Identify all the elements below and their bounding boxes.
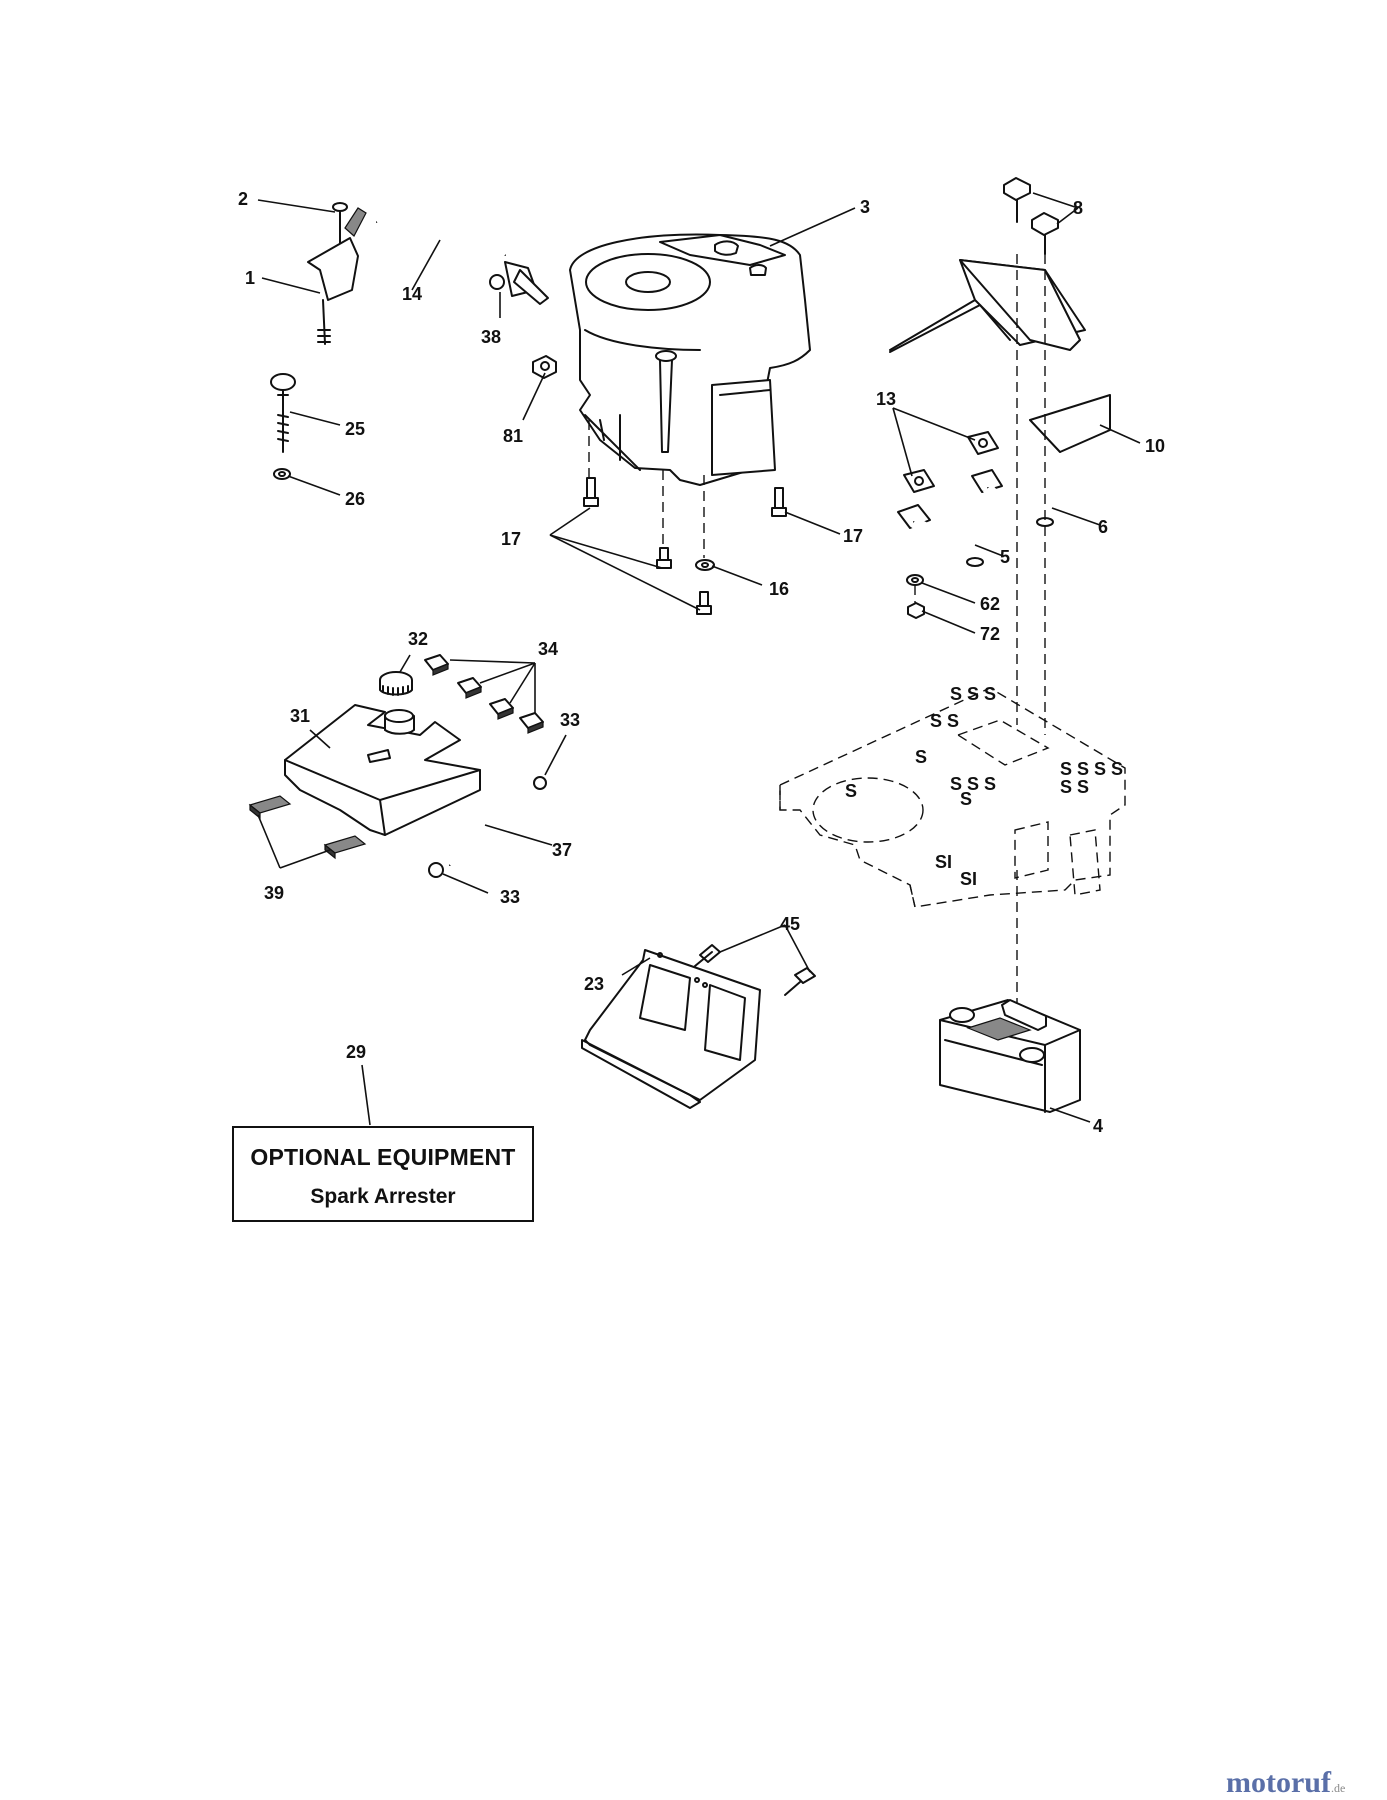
- callout-31: 31: [290, 706, 310, 726]
- callout-33-bottom: 33: [500, 887, 520, 907]
- part-23-plate: [581, 949, 761, 1109]
- watermark-logo: motoruf.de: [1226, 1766, 1345, 1800]
- callout-1: 1: [245, 268, 255, 288]
- part-8-bolts: [1003, 177, 1059, 255]
- callout-14: 14: [402, 284, 422, 304]
- part-4-muffler: [939, 999, 1081, 1113]
- callout-3: 3: [860, 197, 870, 217]
- callout-17-right: 17: [843, 526, 863, 546]
- engine-mount-dashes: [588, 420, 705, 558]
- callout-25: 25: [345, 419, 365, 439]
- callout-62: 62: [980, 594, 1000, 614]
- optional-equipment-box: OPTIONAL EQUIPMENT Spark Arrester: [232, 1126, 534, 1222]
- part-26-washer: [273, 468, 291, 480]
- part-31-fuel-tank: [284, 704, 481, 836]
- callout-13: 13: [876, 389, 896, 409]
- part-13-gaskets: [903, 431, 999, 493]
- optional-equipment-title: OPTIONAL EQUIPMENT: [250, 1144, 516, 1170]
- svg-text:S: S: [845, 781, 857, 801]
- callout-37: 37: [552, 840, 572, 860]
- svg-text:S: S: [960, 789, 972, 809]
- part-1-throttle-control: [307, 207, 367, 345]
- callout-17-left: 17: [501, 529, 521, 549]
- part-10-heat-shield: [889, 259, 1111, 453]
- svg-text:S S: S S: [930, 711, 959, 731]
- svg-text:S S S: S S S: [950, 684, 996, 704]
- part-62-washer: [906, 574, 924, 586]
- callout-29: 29: [346, 1042, 366, 1062]
- part-39-pads: [248, 795, 367, 860]
- callout-labels: 2 1 14 38 3 81 25 26 17 17 16 8 10 13 6 …: [238, 189, 1165, 1136]
- callout-39: 39: [264, 883, 284, 903]
- callout-72: 72: [980, 624, 1000, 644]
- part-38-fuel-filter: [489, 261, 549, 305]
- leader-lines: [257, 192, 1141, 1126]
- callout-34: 34: [538, 639, 558, 659]
- callout-23: 23: [584, 974, 604, 994]
- svg-text:S S: S S: [1060, 777, 1089, 797]
- part-33-clamps: [428, 776, 547, 878]
- part-14-fuel-hose: [375, 208, 509, 259]
- part-37-fuel-line: [448, 783, 541, 867]
- spark-arrester-label: Spark Arrester: [310, 1185, 456, 1208]
- part-17-bolts: [583, 477, 787, 615]
- watermark-main-text: motoruf: [1226, 1766, 1331, 1799]
- callout-6: 6: [1098, 517, 1108, 537]
- part-5-exhaust-pipe: [897, 504, 984, 567]
- part-6-exhaust-pipe: [971, 469, 1054, 527]
- callout-81: 81: [503, 426, 523, 446]
- svg-text:SI: SI: [960, 869, 977, 889]
- callout-16: 16: [769, 579, 789, 599]
- part-72-nut: [907, 602, 925, 619]
- callout-32: 32: [408, 629, 428, 649]
- callout-2: 2: [238, 189, 248, 209]
- frame-chassis: S S S S S S S S S S S S S S S S S SI SI: [779, 254, 1126, 1005]
- callout-5: 5: [1000, 547, 1010, 567]
- watermark-tld-text: .de: [1330, 1781, 1346, 1795]
- part-3-engine: [569, 233, 811, 486]
- svg-text:SI: SI: [935, 852, 952, 872]
- part-81-nut: [532, 355, 557, 379]
- part-34-pads: [424, 654, 544, 734]
- part-25-bolt: [270, 373, 296, 453]
- callout-26: 26: [345, 489, 365, 509]
- svg-text:S S S: S S S: [950, 774, 996, 794]
- callout-38: 38: [481, 327, 501, 347]
- part-32-cap: [379, 671, 413, 696]
- svg-text:S: S: [915, 747, 927, 767]
- svg-text:S S S S: S S S S: [1060, 759, 1123, 779]
- callout-33-top: 33: [560, 710, 580, 730]
- callout-4: 4: [1093, 1116, 1103, 1136]
- callout-10: 10: [1145, 436, 1165, 456]
- part-16-washer: [695, 559, 715, 571]
- callout-8: 8: [1073, 198, 1083, 218]
- callout-45: 45: [780, 914, 800, 934]
